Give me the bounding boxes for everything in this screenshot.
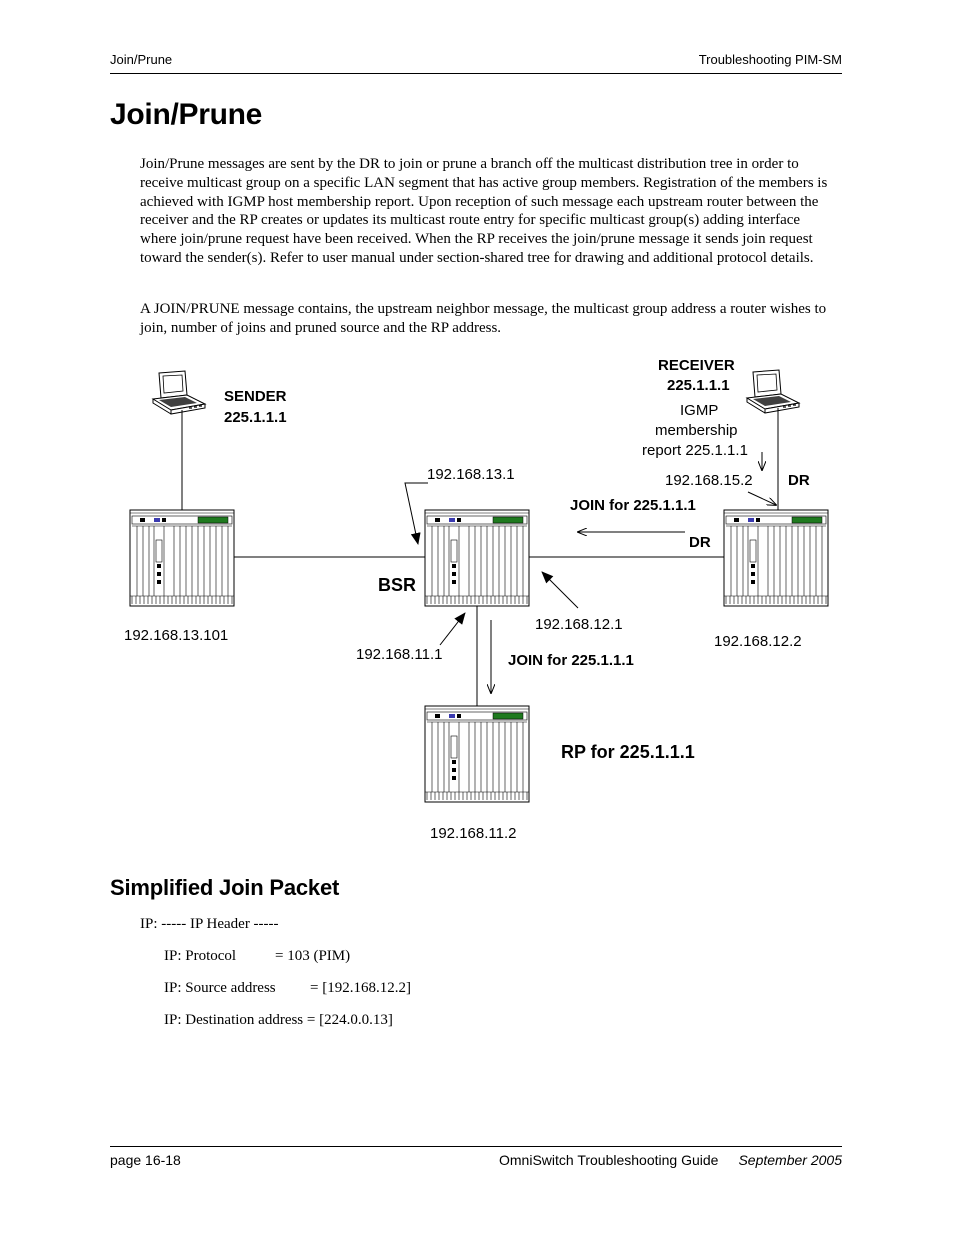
igmp-label-line1: IGMP (680, 402, 718, 419)
packet-source-key: IP: Source address (164, 980, 276, 997)
igmp-label-line2: membership (655, 422, 738, 439)
footer-page-number: page 16-18 (110, 1152, 181, 1168)
packet-protocol-value: = 103 (PIM) (275, 948, 350, 965)
rp-label: RP for 225.1.1.1 (561, 742, 695, 763)
sender-computer-icon (153, 371, 205, 414)
ip-192-168-12-1: 192.168.12.1 (535, 616, 623, 633)
join-label-rp: JOIN for 225.1.1.1 (508, 652, 634, 669)
packet-protocol-key: IP: Protocol (164, 948, 236, 965)
ip-192-168-11-1: 192.168.11.1 (356, 646, 442, 663)
packet-header-line: IP: ----- IP Header ----- (140, 916, 279, 933)
ip-192-168-12-2: 192.168.12.2 (714, 633, 802, 650)
receiver-group-label: 225.1.1.1 (667, 377, 730, 394)
sender-label: SENDER (224, 388, 287, 405)
dr-label-link: DR (689, 534, 711, 551)
rp-switch-icon (425, 706, 529, 802)
ip-192-168-11-2: 192.168.11.2 (430, 825, 516, 842)
packet-destination-line: IP: Destination address = [224.0.0.13] (164, 1012, 393, 1029)
ip-192-168-13-101: 192.168.13.101 (124, 627, 228, 644)
ip-192-168-13-1: 192.168.13.1 (427, 466, 515, 483)
ip-192-168-15-2: 192.168.15.2 (665, 472, 753, 489)
footer-rule (110, 1146, 842, 1147)
join-label-receiver: JOIN for 225.1.1.1 (570, 497, 696, 514)
igmp-label-line3: report 225.1.1.1 (642, 442, 748, 459)
receiver-label: RECEIVER (658, 357, 735, 374)
footer-date: September 2005 (738, 1152, 842, 1168)
packet-source-value: = [192.168.12.2] (310, 980, 411, 997)
bsr-switch-icon (425, 510, 529, 606)
receiver-computer-icon (747, 370, 799, 413)
dr-switch-icon (724, 510, 828, 606)
bsr-label: BSR (378, 575, 416, 596)
dr-label-top: DR (788, 472, 810, 489)
section-heading-join-packet: Simplified Join Packet (110, 875, 339, 901)
sender-switch-icon (130, 510, 234, 606)
footer-guide-title: OmniSwitch Troubleshooting Guide (499, 1152, 718, 1168)
sender-group-label: 225.1.1.1 (224, 409, 287, 426)
